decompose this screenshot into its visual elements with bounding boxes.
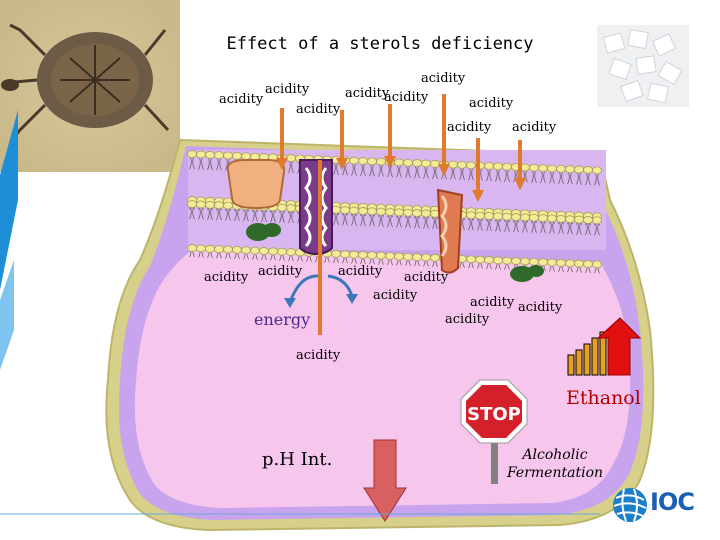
fermentation-label: Alcoholic Fermentation [505, 446, 605, 482]
energy-label: energy [254, 310, 311, 329]
acidity-label: acidity [258, 264, 303, 279]
ioc-logo-icon [613, 488, 647, 522]
acidity-label: acidity [384, 90, 429, 105]
svg-text:STOP: STOP [467, 404, 521, 425]
ethanol-label: Ethanol [566, 387, 641, 409]
fermentation-line-1: Alcoholic [522, 447, 588, 463]
acidity-label: acidity [447, 120, 492, 135]
acidity-label: acidity [296, 102, 341, 117]
acidity-label: acidity [469, 96, 514, 111]
acidity-label: acidity [512, 120, 557, 135]
membrane-proteins [226, 159, 544, 282]
ph-down-arrow-icon [363, 439, 407, 522]
diagram-title: Effect of a sterols deficiency [226, 34, 534, 54]
acidity-label: acidity [338, 264, 383, 279]
acidity-label: acidity [345, 86, 390, 101]
acidity-label: acidity [296, 348, 341, 363]
stop-sign-icon: STOP [460, 379, 528, 484]
acidity-label: acidity [204, 270, 249, 285]
sugar-cubes-image [597, 25, 689, 107]
acidity-label: acidity [470, 295, 515, 310]
turtle-fossil-image [0, 0, 180, 172]
acidity-label: acidity [265, 82, 310, 97]
ioc-logo-text: IOC [650, 488, 695, 516]
acidity-label: acidity [518, 300, 563, 315]
energy-arrows [288, 274, 354, 303]
ph-label: p.H Int. [262, 449, 333, 470]
acidity-label: acidity [445, 312, 490, 327]
acidity-label: acidity [404, 270, 449, 285]
ethanol-increase-icon [567, 317, 642, 376]
acidity-label: acidity [421, 71, 466, 86]
acidity-arrows [276, 94, 526, 335]
acidity-label: acidity [373, 288, 418, 303]
acidity-label: acidity [219, 92, 264, 107]
lipid-bilayer [187, 150, 602, 274]
accent-bars [0, 110, 18, 370]
fermentation-line-2: Fermentation [506, 465, 604, 481]
